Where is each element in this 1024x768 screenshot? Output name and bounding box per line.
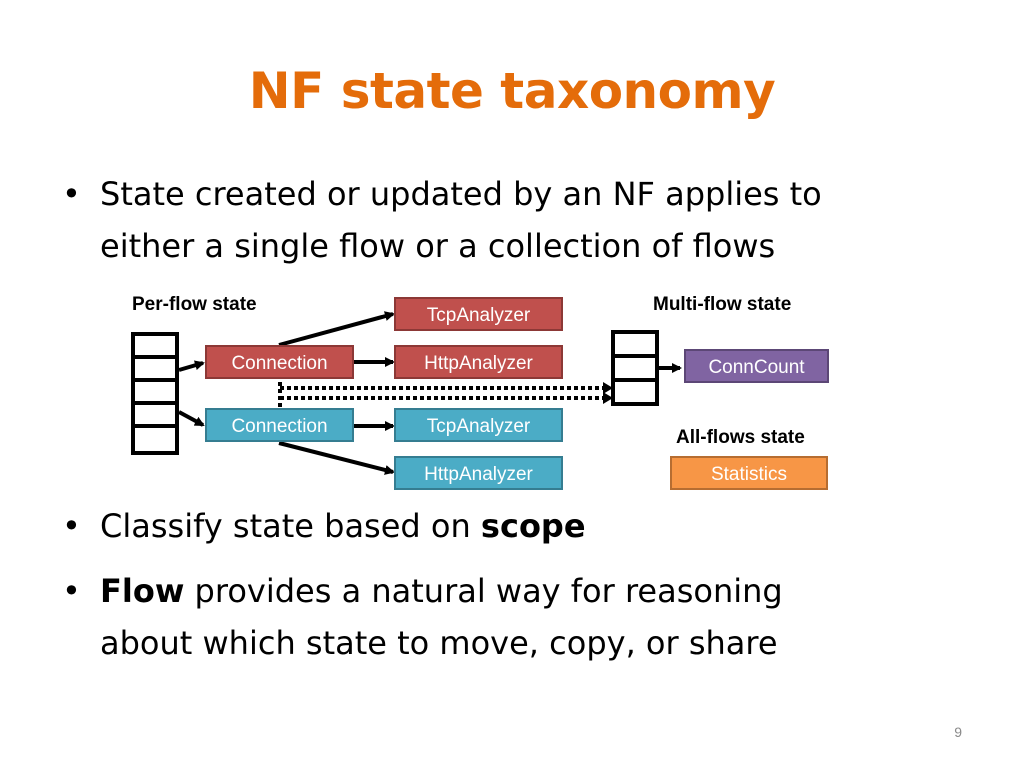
table-cell (131, 378, 179, 405)
table-cell (131, 355, 179, 382)
arrow-connection-to-http-bottom (278, 441, 395, 475)
conncount-box: ConnCount (684, 349, 829, 383)
bullet-3-text: provides a natural way for reasoning (184, 572, 783, 610)
table-cell (611, 354, 659, 382)
bullet-1-line-2: either a single flow or a collection of … (100, 227, 776, 265)
bullet-2-text: Classify state based on (100, 507, 481, 545)
connection-box-top: Connection (205, 345, 354, 379)
table-cell (131, 424, 179, 455)
statistics-box: Statistics (670, 456, 828, 490)
bullet-2-bold: scope (480, 507, 586, 545)
bullet-3-line-1: Flow provides a natural way for reasonin… (100, 567, 783, 615)
arrow-table-to-connection-bottom (178, 410, 205, 427)
tcpanalyzer-box-bottom: TcpAnalyzer (394, 408, 563, 442)
bullet-1-line-1: State created or updated by an NF applie… (100, 175, 822, 213)
tcpanalyzer-box-top: TcpAnalyzer (394, 297, 563, 331)
table-cell (131, 401, 179, 428)
httpanalyzer-box-bottom: HttpAnalyzer (394, 456, 563, 490)
multi-flow-state-label: Multi-flow state (653, 294, 792, 315)
arrow-table-to-connection-top (178, 360, 205, 372)
slide-title: NF state taxonomy (248, 62, 776, 120)
page-number: 9 (954, 724, 962, 740)
all-flows-state-label: All-flows state (676, 427, 805, 448)
connection-box-bottom: Connection (205, 408, 354, 442)
bullet-dot: • (62, 175, 81, 213)
table-cell (611, 330, 659, 358)
bullet-3-bold: Flow (100, 572, 185, 610)
bullet-dot: • (62, 507, 81, 545)
per-flow-state-label: Per-flow state (132, 294, 257, 315)
bullet-dot: • (62, 572, 81, 610)
table-cell (611, 378, 659, 406)
bullet-2-line-1: Classify state based on scope (100, 502, 586, 550)
per-flow-table (131, 332, 179, 455)
table-cell (131, 332, 179, 359)
multi-flow-table (611, 330, 659, 406)
httpanalyzer-box-top: HttpAnalyzer (394, 345, 563, 379)
arrow-connection-to-tcp-top (278, 311, 395, 347)
bullet-3-line-2: about which state to move, copy, or shar… (100, 624, 778, 662)
